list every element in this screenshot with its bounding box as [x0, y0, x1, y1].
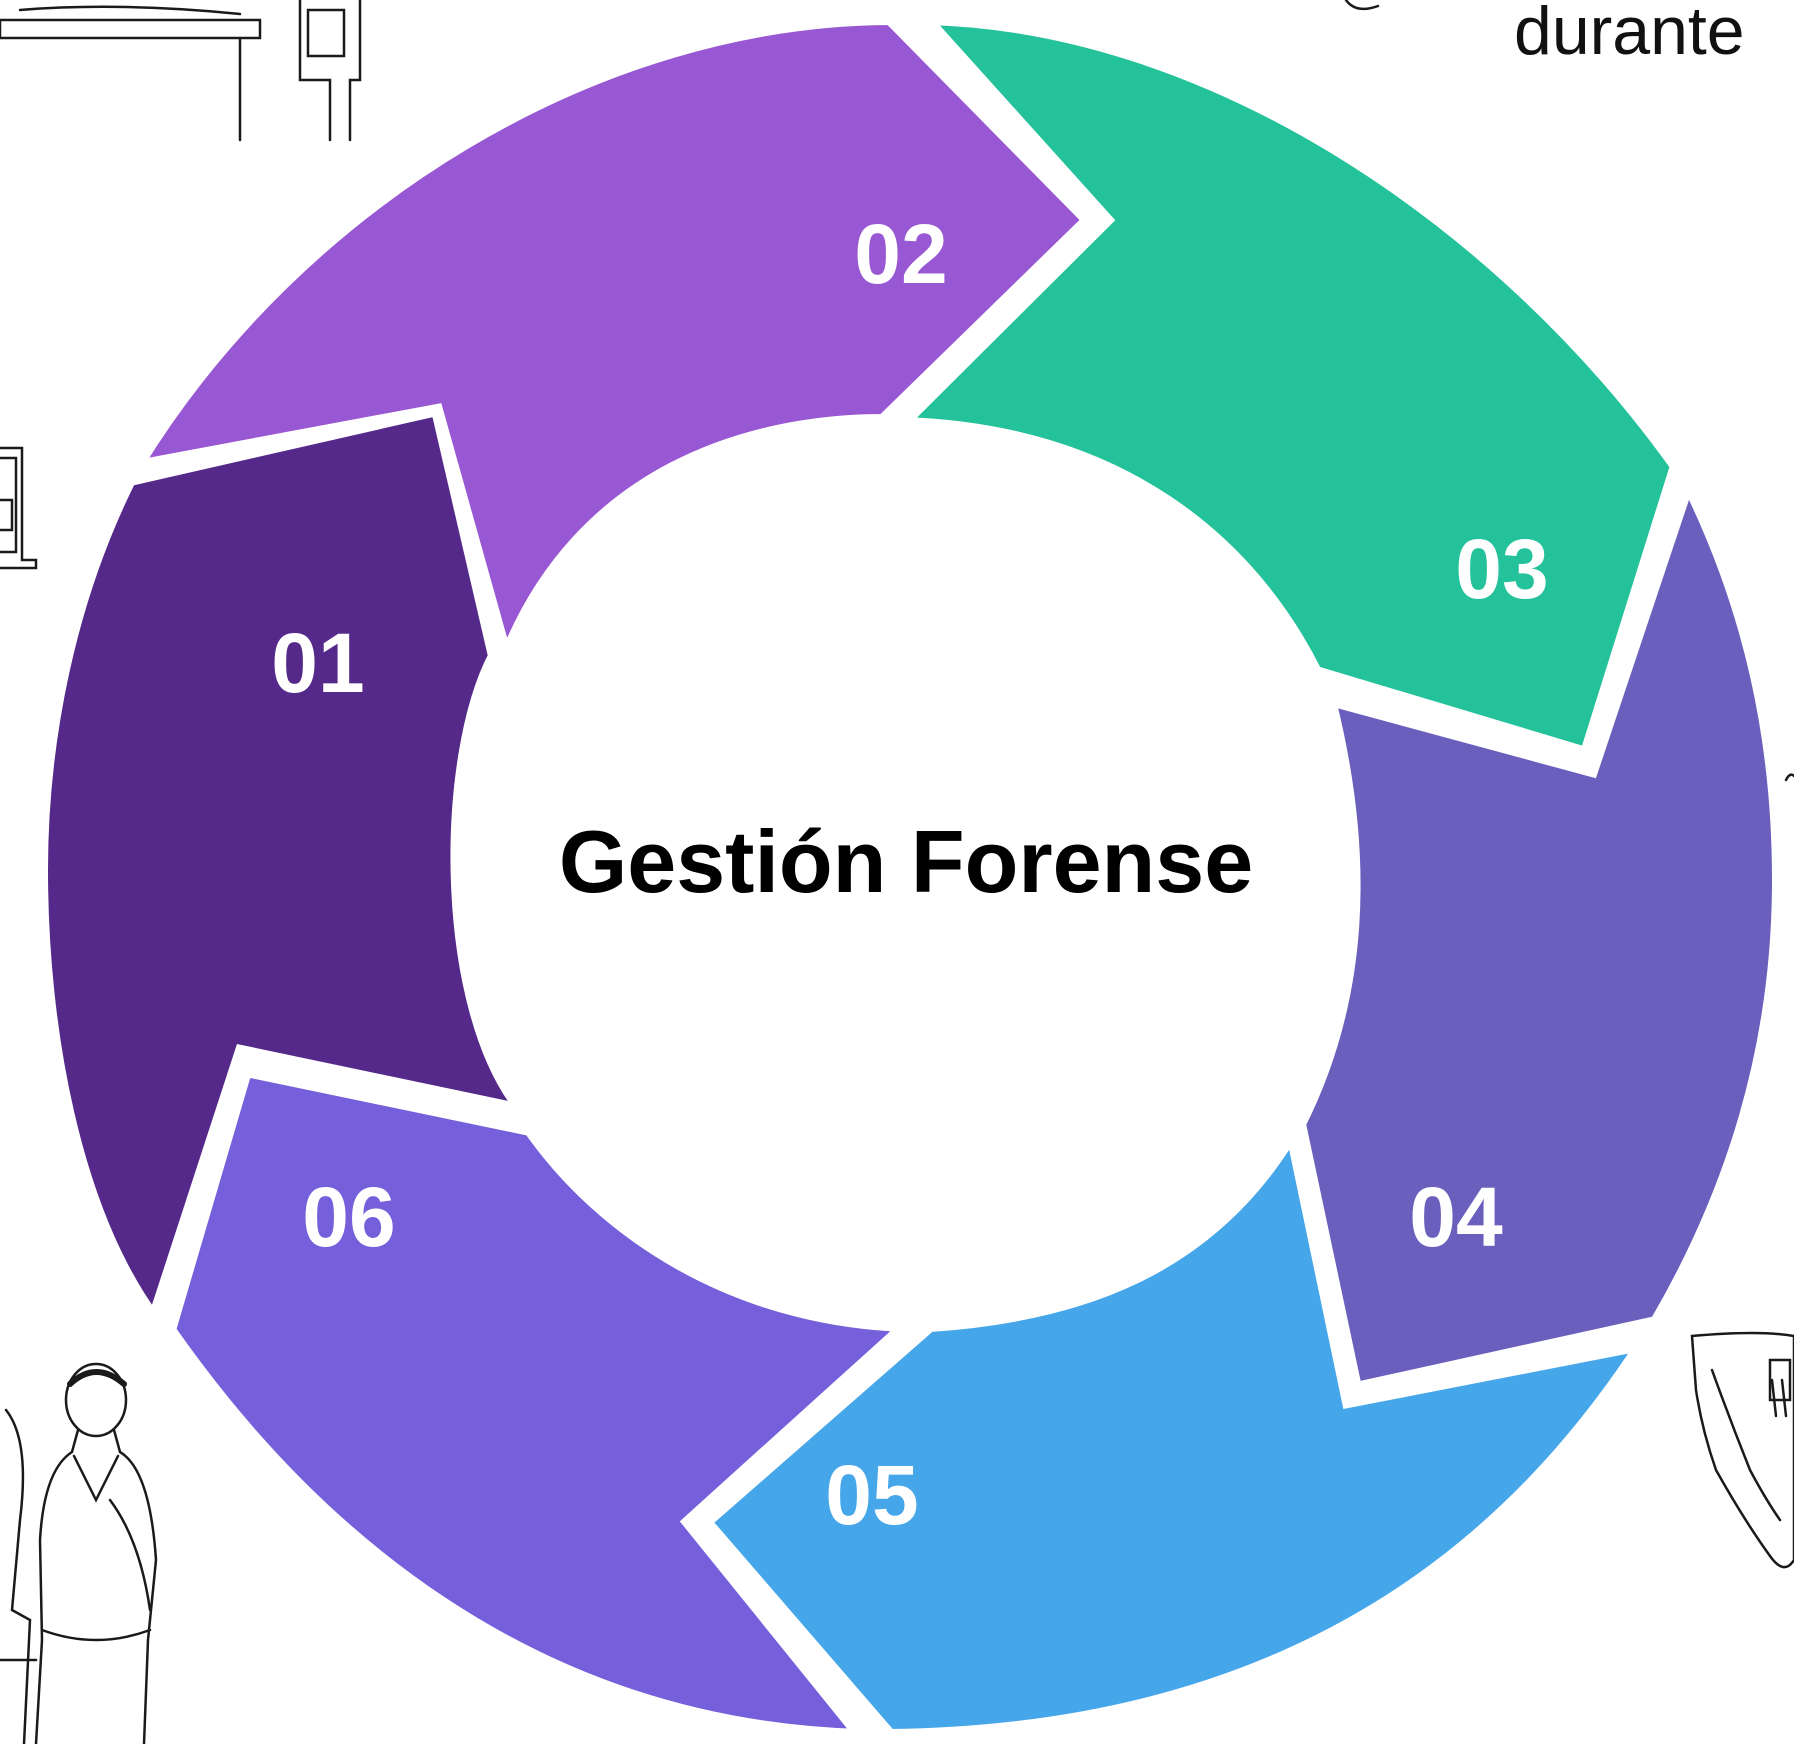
step-label-02: 02: [854, 207, 947, 301]
step-label-01: 01: [271, 616, 364, 710]
step-label-05: 05: [825, 1448, 918, 1542]
segment-05[interactable]: [697, 1117, 1654, 1742]
map-sketch: [1690, 1331, 1794, 1569]
segment-04[interactable]: [1293, 468, 1785, 1396]
segment-02[interactable]: [124, 12, 1097, 675]
step-label-04: 04: [1409, 1170, 1503, 1264]
partial-sketch: [1344, 0, 1794, 782]
step-label-03: 03: [1455, 522, 1548, 616]
segment-06[interactable]: [163, 1063, 921, 1742]
cycle-ring: [35, 12, 1785, 1742]
center-title: Gestión Forense: [559, 812, 1253, 911]
clock-sketch: [0, 446, 38, 570]
autopsy-table-sketch: [0, 0, 362, 142]
segment-01[interactable]: [35, 402, 538, 1332]
corner-caption: durante: [1514, 0, 1745, 69]
step-label-06: 06: [302, 1170, 395, 1264]
two-women-sketch: [0, 1362, 158, 1744]
segment-03[interactable]: [888, 12, 1683, 761]
